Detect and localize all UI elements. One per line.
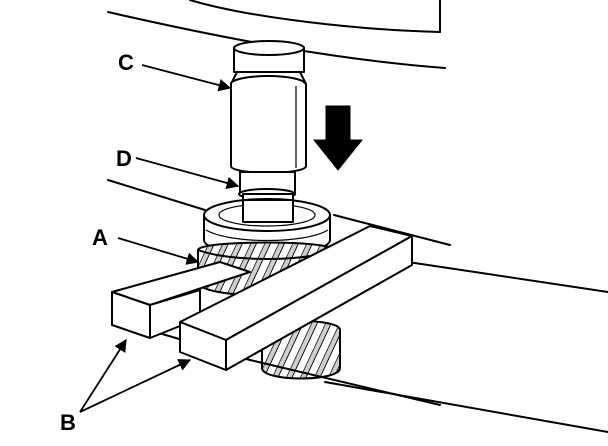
callout-c: C	[118, 50, 134, 75]
press-direction-arrow	[312, 105, 364, 171]
leader-lines	[79, 64, 240, 413]
callout-b: B	[60, 410, 76, 435]
press-shaft	[230, 40, 307, 174]
callout-a: A	[92, 225, 108, 250]
support-block-front	[179, 225, 413, 371]
callout-d: D	[116, 146, 132, 171]
bearing	[203, 198, 331, 255]
